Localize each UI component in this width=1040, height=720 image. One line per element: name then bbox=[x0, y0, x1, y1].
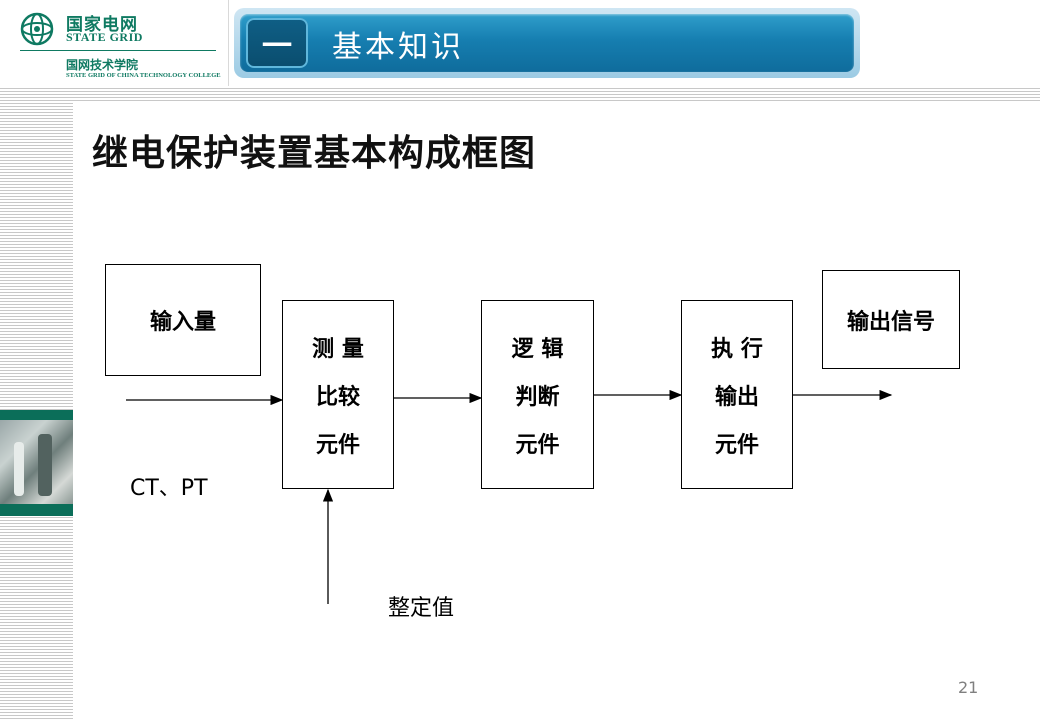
page-number: 21 bbox=[958, 678, 979, 697]
execute-line-3: 元件 bbox=[714, 432, 759, 458]
logic-line-3: 元件 bbox=[515, 432, 560, 458]
logo-block: 国家电网 STATE GRID 国网技术学院 STATE GRID OF CHI… bbox=[0, 0, 229, 86]
execute-output-box: 执 行 输出 元件 bbox=[681, 300, 793, 489]
logic-line-2: 判断 bbox=[515, 384, 560, 410]
input-signal-label: CT、PT bbox=[130, 476, 208, 501]
setting-value-label: 整定值 bbox=[388, 596, 455, 621]
measure-line-1: 测 量 bbox=[312, 336, 364, 362]
input-quantity-box: 输入量 bbox=[105, 264, 261, 376]
worker-photo bbox=[0, 420, 73, 504]
brand-name-cn: 国家电网 bbox=[66, 15, 138, 35]
measure-compare-box: 测 量 比较 元件 bbox=[282, 300, 394, 489]
logic-line-1: 逻 辑 bbox=[511, 336, 564, 362]
measure-line-2: 比较 bbox=[315, 384, 360, 410]
section-title: 基本知识 bbox=[332, 30, 464, 65]
execute-line-1: 执 行 bbox=[711, 336, 763, 362]
slide-title: 继电保护装置基本构成框图 bbox=[92, 133, 537, 174]
input-quantity-label: 输入量 bbox=[149, 310, 216, 335]
side-photo-strip bbox=[0, 410, 73, 516]
college-name-cn: 国网技术学院 bbox=[66, 58, 139, 72]
logic-judge-box: 逻 辑 判断 元件 bbox=[481, 300, 594, 489]
college-name-en: STATE GRID OF CHINA TECHNOLOGY COLLEGE bbox=[66, 72, 221, 79]
output-signal-label: 输出信号 bbox=[846, 309, 935, 335]
state-grid-logo-icon bbox=[20, 12, 54, 46]
output-signal-box: 输出信号 bbox=[822, 270, 960, 369]
section-number: 一 bbox=[246, 18, 308, 68]
left-stripe-panel bbox=[0, 86, 73, 720]
section-header-bar bbox=[240, 14, 854, 72]
execute-line-2: 输出 bbox=[714, 384, 759, 410]
header-stripe-band bbox=[73, 86, 1040, 102]
brand-name-en: STATE GRID bbox=[66, 30, 143, 44]
logo-divider bbox=[20, 50, 216, 51]
measure-line-3: 元件 bbox=[315, 432, 360, 458]
